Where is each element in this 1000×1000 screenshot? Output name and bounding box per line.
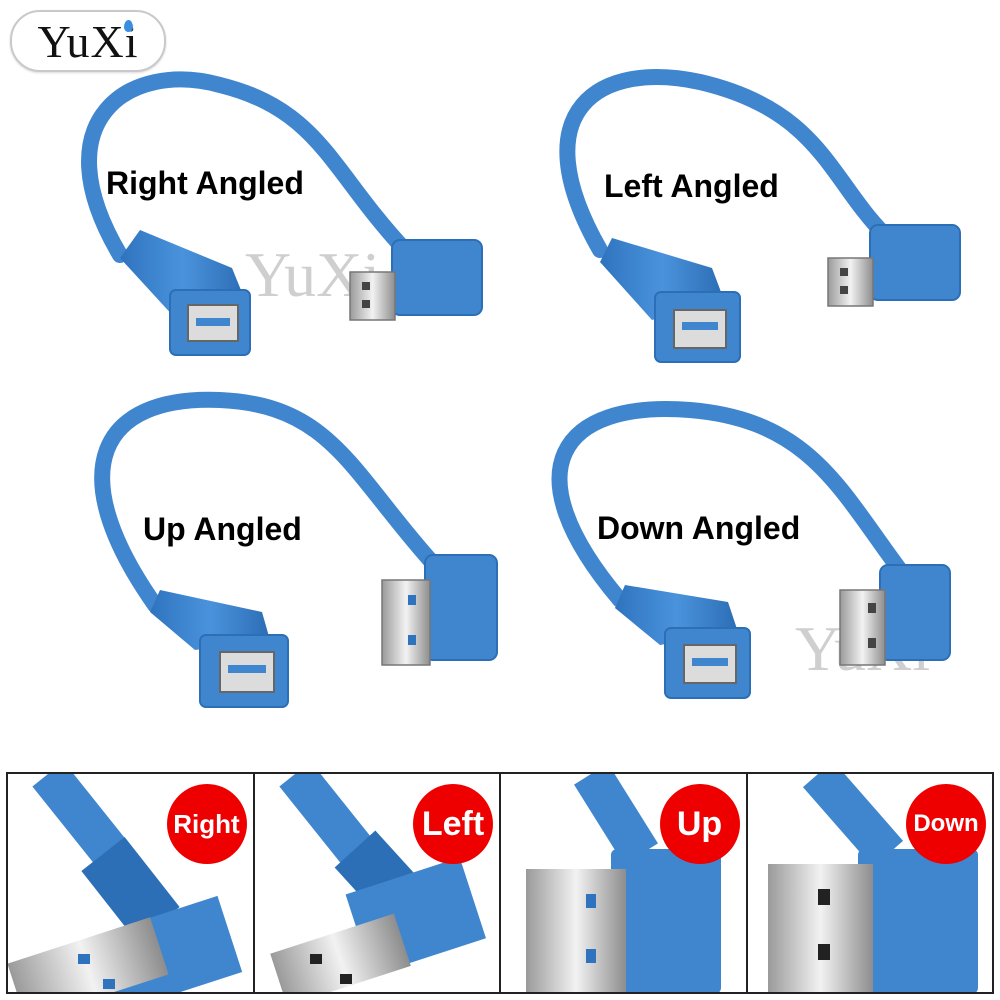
up-connector-closeup: [526, 774, 721, 992]
product-illustrations: [81, 69, 961, 708]
detail-left: Left: [255, 774, 501, 992]
direction-badge: Left: [413, 784, 493, 864]
up-angled-cable: [94, 391, 498, 708]
brand-logo: YuXi: [10, 10, 166, 72]
detail-right: Right: [8, 774, 255, 992]
right-angled-cable: [81, 71, 483, 356]
right-connector-closeup: [8, 774, 243, 992]
direction-badge: Right: [166, 784, 247, 864]
product-label: Left Angled: [604, 168, 779, 204]
left-connector-closeup: [269, 774, 486, 992]
down-connector-closeup: [767, 774, 978, 992]
product-label: Up Angled: [143, 511, 302, 547]
connector-detail-strip: Right Left Up Down: [6, 772, 994, 994]
product-label: Down Angled: [597, 510, 801, 546]
left-angled-cable: [559, 69, 961, 363]
product-label: Right Angled: [106, 165, 304, 201]
water-drop-icon: [124, 20, 133, 32]
down-angled-cable: [551, 401, 951, 699]
detail-down: Down: [748, 774, 993, 992]
detail-up: Up: [501, 774, 748, 992]
direction-badge: Down: [906, 784, 986, 864]
logo-text: YuXi: [37, 15, 139, 67]
direction-badge: Up: [659, 784, 740, 864]
